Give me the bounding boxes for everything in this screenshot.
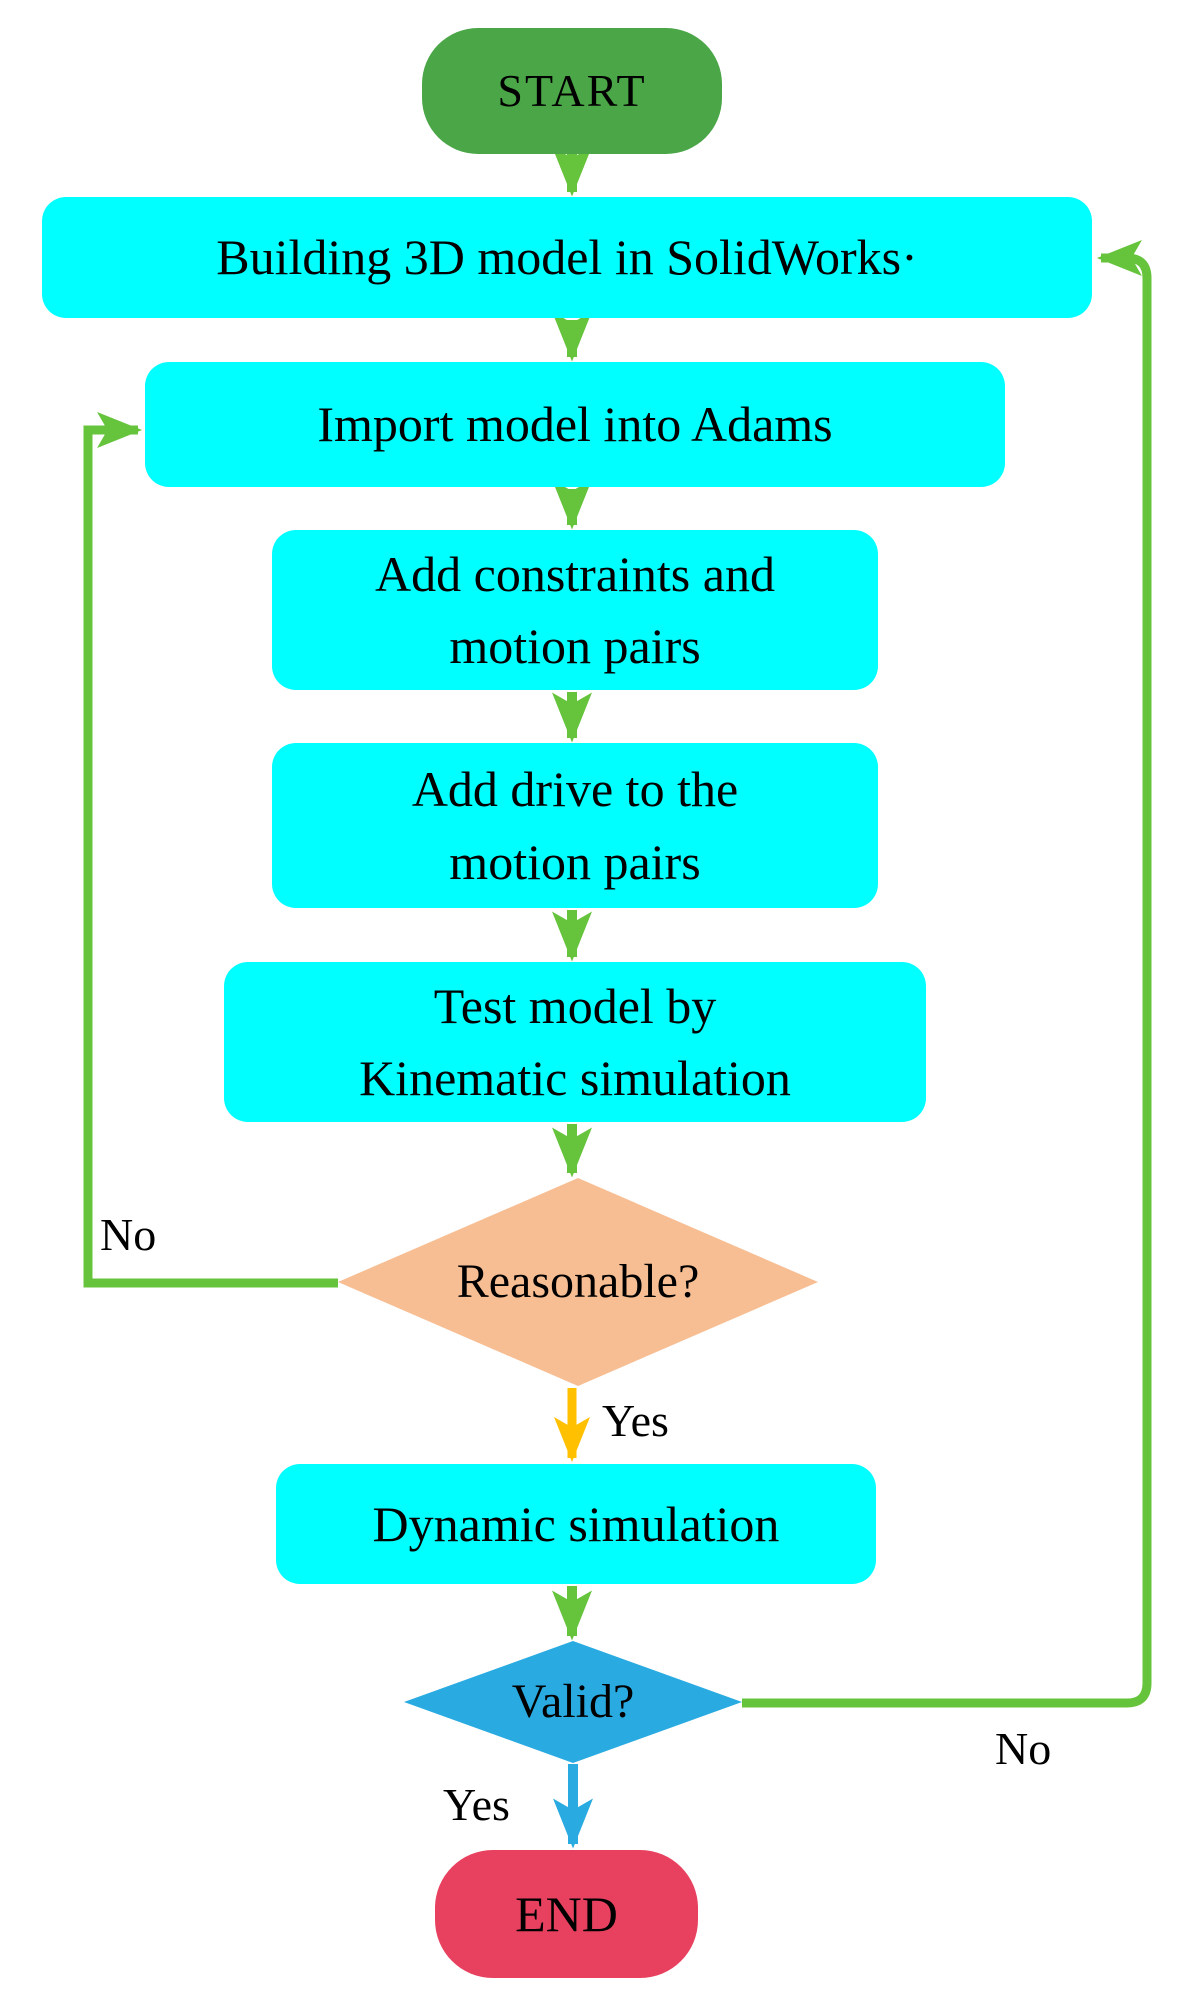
- loop-valid-no-to-build: [742, 240, 1152, 1708]
- process-import-model-adams: Import model into Adams: [145, 362, 1005, 487]
- label-reasonable-yes: Yes: [602, 1395, 669, 1446]
- process-add-constraints: Add constraints and motion pairs: [272, 530, 878, 690]
- process-dynamic-simulation: Dynamic simulation: [276, 1464, 876, 1584]
- label-valid-yes: Yes: [443, 1779, 510, 1830]
- end-node: END: [435, 1850, 698, 1978]
- process-test-kinematic: Test model by Kinematic simulation: [224, 962, 926, 1122]
- loop-reasonable-no-to-import: [83, 412, 338, 1288]
- label-reasonable-no: No: [100, 1209, 157, 1260]
- label-valid-no: No: [995, 1723, 1052, 1774]
- start-node: START: [422, 28, 722, 154]
- process-add-drive: Add drive to the motion pairs: [272, 743, 878, 908]
- process-build-3d-model: Building 3D model in SolidWorks·: [42, 197, 1092, 318]
